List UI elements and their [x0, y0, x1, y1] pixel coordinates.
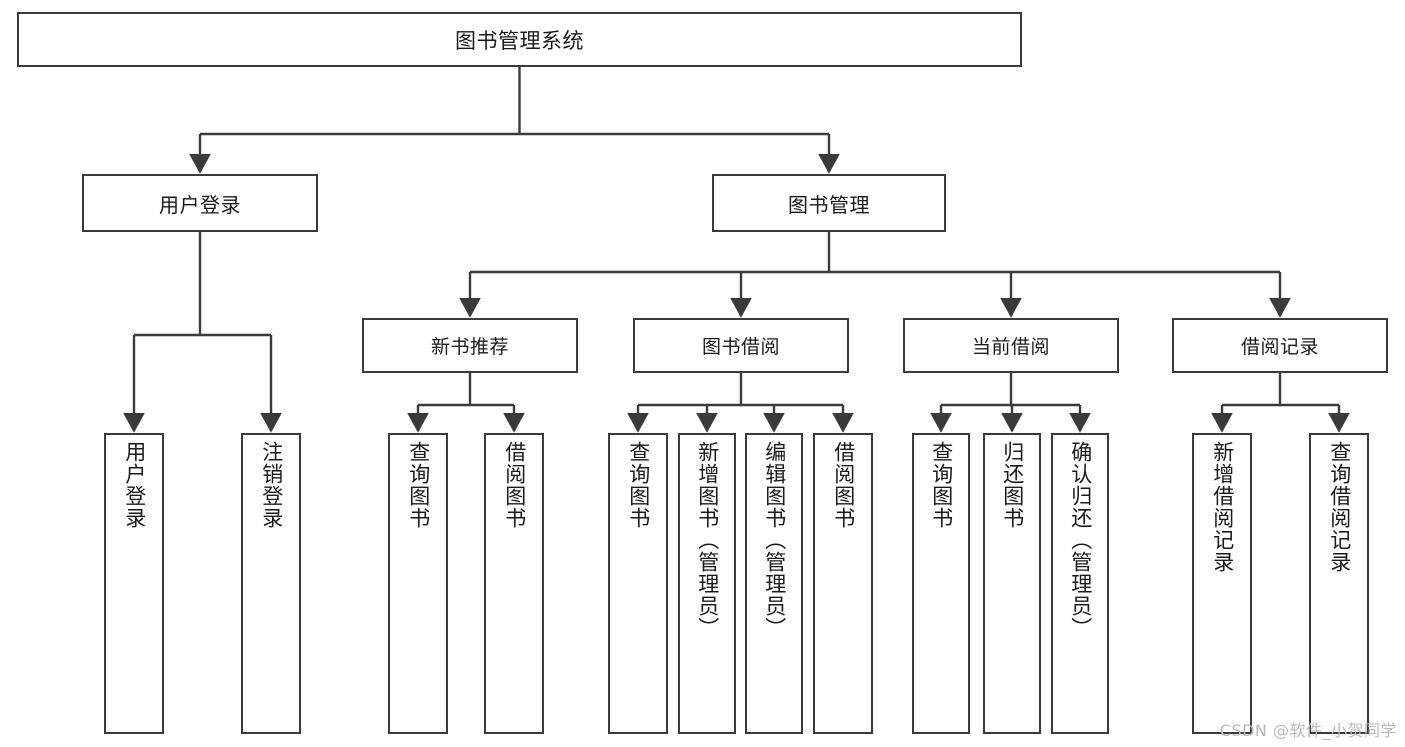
node-label-user-login: 用户登录 [159, 192, 241, 217]
node-leaf-add-book-admin[interactable]: 新增图书（管理员） [678, 433, 736, 734]
node-label-root: 图书管理系统 [455, 28, 584, 53]
node-root[interactable]: 图书管理系统 [17, 12, 1022, 67]
node-label-leaf-add-book-admin: 新增图书（管理员） [695, 441, 720, 639]
node-leaf-confirm-return-admin[interactable]: 确认归还（管理员） [1051, 433, 1109, 734]
node-label-leaf-borrow-book-2: 借阅图书 [831, 441, 856, 529]
node-current-borrow[interactable]: 当前借阅 [903, 318, 1119, 373]
node-label-leaf-query-book-2: 查询图书 [626, 441, 651, 529]
node-leaf-query-borrow-record[interactable]: 查询借阅记录 [1309, 433, 1369, 734]
node-leaf-borrow-book-2[interactable]: 借阅图书 [813, 433, 873, 734]
node-label-leaf-user-logout: 注销登录 [259, 441, 284, 529]
node-leaf-query-book-1[interactable]: 查询图书 [388, 433, 448, 734]
node-label-leaf-confirm-return-admin: 确认归还（管理员） [1068, 441, 1093, 639]
node-user-login[interactable]: 用户登录 [82, 174, 318, 232]
node-leaf-user-logout[interactable]: 注销登录 [241, 433, 301, 734]
node-leaf-user-login[interactable]: 用户登录 [104, 433, 164, 734]
node-label-book-manage: 图书管理 [788, 192, 870, 217]
node-book-manage[interactable]: 图书管理 [712, 174, 946, 232]
node-leaf-query-book-2[interactable]: 查询图书 [608, 433, 668, 734]
node-label-leaf-query-book-3: 查询图书 [929, 441, 954, 529]
node-book-borrow[interactable]: 图书借阅 [633, 318, 849, 373]
node-leaf-add-borrow-record[interactable]: 新增借阅记录 [1192, 433, 1252, 734]
node-leaf-return-book[interactable]: 归还图书 [983, 433, 1041, 734]
node-label-leaf-borrow-book-1: 借阅图书 [502, 441, 527, 529]
node-label-leaf-return-book: 归还图书 [1000, 441, 1025, 529]
node-leaf-edit-book-admin[interactable]: 编辑图书（管理员） [745, 433, 803, 734]
node-label-new-book-recommend: 新书推荐 [430, 336, 509, 358]
node-label-leaf-add-borrow-record: 新增借阅记录 [1210, 441, 1235, 573]
node-label-leaf-query-book-1: 查询图书 [406, 441, 431, 529]
node-label-current-borrow: 当前借阅 [971, 336, 1050, 358]
watermark-text: CSDN @软件_小贺同学 [1219, 721, 1397, 740]
node-leaf-query-book-3[interactable]: 查询图书 [912, 433, 970, 734]
node-leaf-borrow-book-1[interactable]: 借阅图书 [484, 433, 544, 734]
node-label-book-borrow: 图书借阅 [701, 336, 780, 358]
node-label-leaf-query-borrow-record: 查询借阅记录 [1327, 441, 1352, 573]
node-label-borrow-record: 借阅记录 [1240, 336, 1319, 358]
node-label-leaf-edit-book-admin: 编辑图书（管理员） [762, 441, 787, 639]
node-borrow-record[interactable]: 借阅记录 [1172, 318, 1388, 373]
node-label-leaf-user-login: 用户登录 [122, 441, 147, 529]
node-new-book-recommend[interactable]: 新书推荐 [362, 318, 578, 373]
